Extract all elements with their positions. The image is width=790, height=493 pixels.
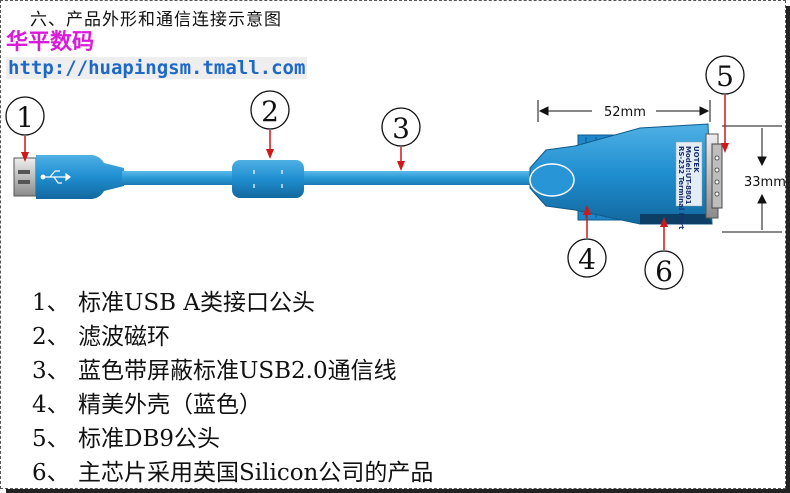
callout-6: 6 xyxy=(644,217,684,290)
callout-number-3: 3 xyxy=(392,112,410,145)
section-title: 六、产品外形和通信连接示意图 xyxy=(30,10,282,30)
legend-number: 1、 xyxy=(32,290,70,316)
db9-pins xyxy=(714,155,720,197)
height-label: 33mm xyxy=(744,175,786,190)
legend-number: 5、 xyxy=(32,426,70,452)
callout-number-2: 2 xyxy=(261,95,279,128)
ferrite-core xyxy=(232,160,304,198)
device-port-type: RS-232 Terminal Port xyxy=(677,146,685,230)
height-dimension xyxy=(722,125,782,233)
parts-legend: 1、标准USB A类接口公头 2、滤波磁环 3、蓝色带屏蔽标准USB2.0通信线… xyxy=(32,286,433,490)
legend-number: 2、 xyxy=(32,324,70,350)
legend-text: 精美外壳（蓝色） xyxy=(78,392,262,418)
frame-shadow-bottom xyxy=(6,489,790,493)
callout-5: 5 xyxy=(705,55,745,153)
legend-text: 主芯片采用英国Silicon公司的产品 xyxy=(78,460,434,486)
callout-2: 2 xyxy=(250,90,290,159)
legend-item: 2、滤波磁环 xyxy=(32,320,433,354)
device-label-plate: UOTEK Model:UT-8801 RS-232 Terminal Port xyxy=(675,141,703,230)
usb-cable xyxy=(122,171,534,185)
legend-item: 5、标准DB9公头 xyxy=(32,422,433,456)
length-label: 52mm xyxy=(604,105,646,120)
device-model: Model:UT-8801 xyxy=(684,146,692,205)
callout-number-1: 1 xyxy=(16,101,34,134)
legend-item: 3、蓝色带屏蔽标准USB2.0通信线 xyxy=(32,354,433,388)
legend-item: 6、主芯片采用英国Silicon公司的产品 xyxy=(32,456,433,490)
callout-number-6: 6 xyxy=(655,255,673,288)
legend-text: 滤波磁环 xyxy=(78,324,170,350)
usb-head xyxy=(36,155,124,199)
brand-watermark: 华平数码 xyxy=(6,30,95,55)
legend-number: 6、 xyxy=(32,460,70,486)
adapter-housing xyxy=(529,123,723,225)
legend-number: 3、 xyxy=(32,358,70,384)
callout-number-4: 4 xyxy=(578,243,596,276)
callout-number-5: 5 xyxy=(716,60,734,93)
usb-a-plug xyxy=(13,157,37,197)
legend-text: 蓝色带屏蔽标准USB2.0通信线 xyxy=(78,358,397,384)
callout-1: 1 xyxy=(5,96,45,162)
callout-3: 3 xyxy=(381,107,421,171)
legend-text: 标准DB9公头 xyxy=(78,426,220,452)
legend-number: 4、 xyxy=(32,392,70,418)
device-logo: UOTEK xyxy=(692,146,700,173)
callout-4: 4 xyxy=(567,205,607,278)
frame-shadow-right xyxy=(786,6,790,493)
legend-item: 1、标准USB A类接口公头 xyxy=(32,286,433,320)
legend-text: 标准USB A类接口公头 xyxy=(78,290,315,316)
store-url: http://huapingsm.tmall.com xyxy=(6,57,308,79)
usb-symbol-icon xyxy=(40,170,71,184)
length-dimension xyxy=(537,100,711,122)
legend-item: 4、精美外壳（蓝色） xyxy=(32,388,433,422)
